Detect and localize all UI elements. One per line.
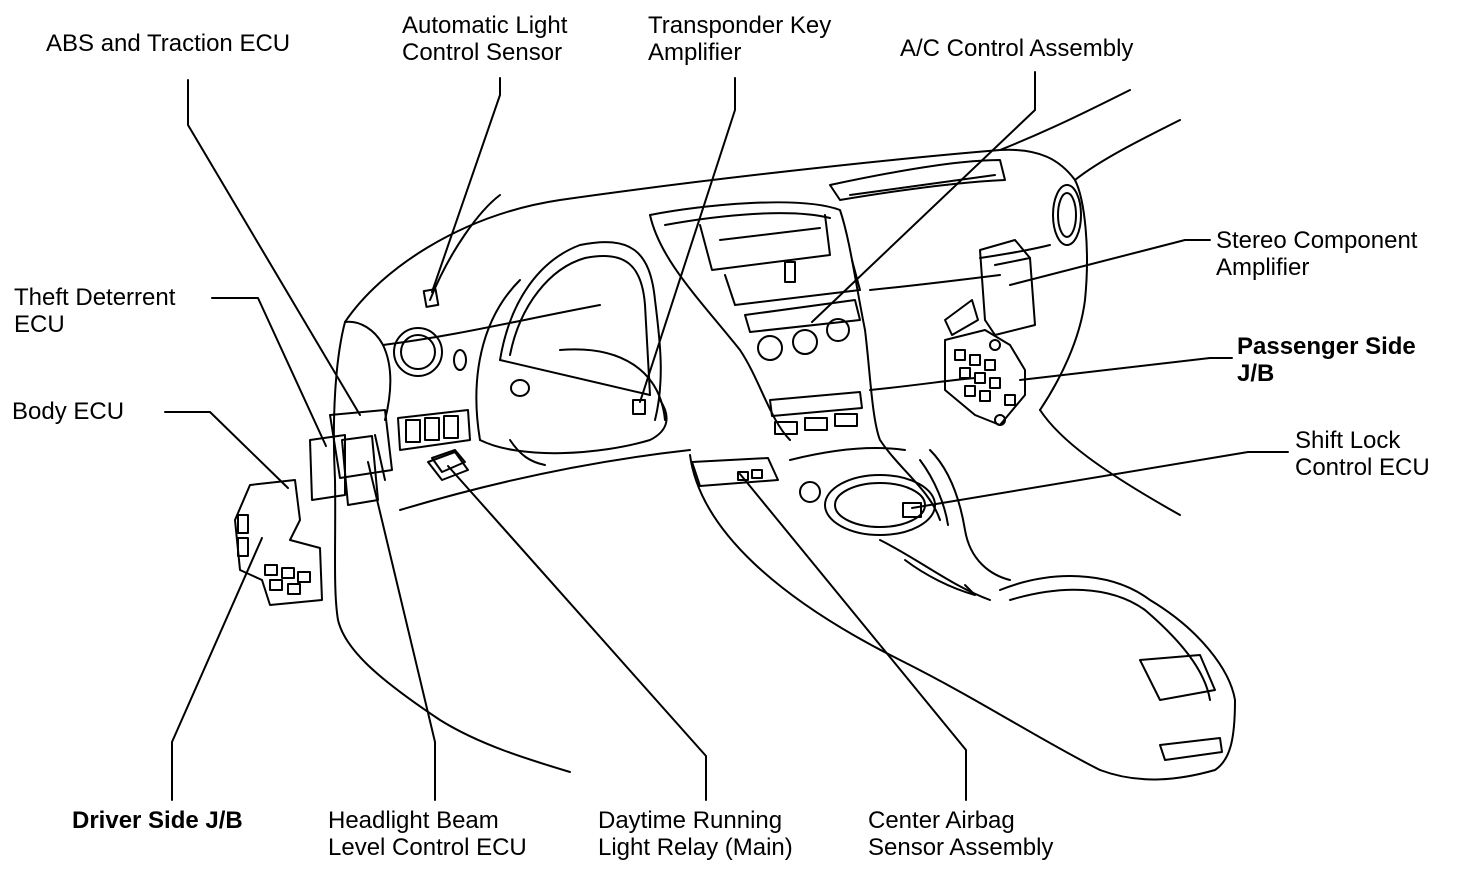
label-airbag-line2: Sensor Assembly: [868, 834, 1054, 861]
label-headlight-line1: Headlight Beam: [328, 807, 499, 834]
label-drl-relay-line1: Daytime Running: [598, 807, 783, 834]
center-stack: [649, 201, 941, 521]
label-transponder-line2: Amplifier: [648, 39, 742, 66]
label-airbag-line1: Center Airbag: [868, 807, 1015, 834]
components: [234, 239, 1036, 606]
label-transponder-line1: Transponder Key: [648, 12, 832, 39]
label-theft-deterrent-line1: Theft Deterrent: [14, 284, 176, 311]
label-stereo-line2: Amplifier: [1216, 254, 1310, 281]
right-dash: [829, 159, 1082, 259]
leader-lines: [164, 71, 1289, 801]
label-passenger-jb-line1: Passenger Side: [1237, 333, 1416, 360]
label-drl-relay-line2: Light Relay (Main): [598, 834, 793, 861]
label-shift-lock-line1: Shift Lock: [1295, 427, 1401, 454]
label-ac-control-assembly: A/C Control Assembly: [900, 35, 1134, 62]
instrument-cluster: [475, 241, 668, 466]
label-theft-deterrent-line2: ECU: [14, 311, 65, 338]
label-abs-traction-ecu: ABS and Traction ECU: [46, 30, 291, 57]
label-passenger-jb-line2: J/B: [1237, 360, 1275, 387]
label-shift-lock-line2: Control ECU: [1295, 454, 1430, 481]
label-driver-side-jb: Driver Side J/B: [72, 807, 243, 834]
label-body-ecu: Body ECU: [12, 398, 125, 425]
label-stereo-line1: Stereo Component: [1216, 227, 1418, 254]
dashboard-outline: [332, 89, 1181, 773]
label-headlight-line2: Level Control ECU: [328, 834, 527, 861]
left-vent: [393, 288, 467, 377]
label-auto-light-sensor-line2: Control Sensor: [402, 39, 563, 66]
switch-panel: [397, 409, 471, 473]
label-auto-light-sensor-line1: Automatic Light: [402, 12, 568, 39]
center-console: [689, 447, 1236, 781]
